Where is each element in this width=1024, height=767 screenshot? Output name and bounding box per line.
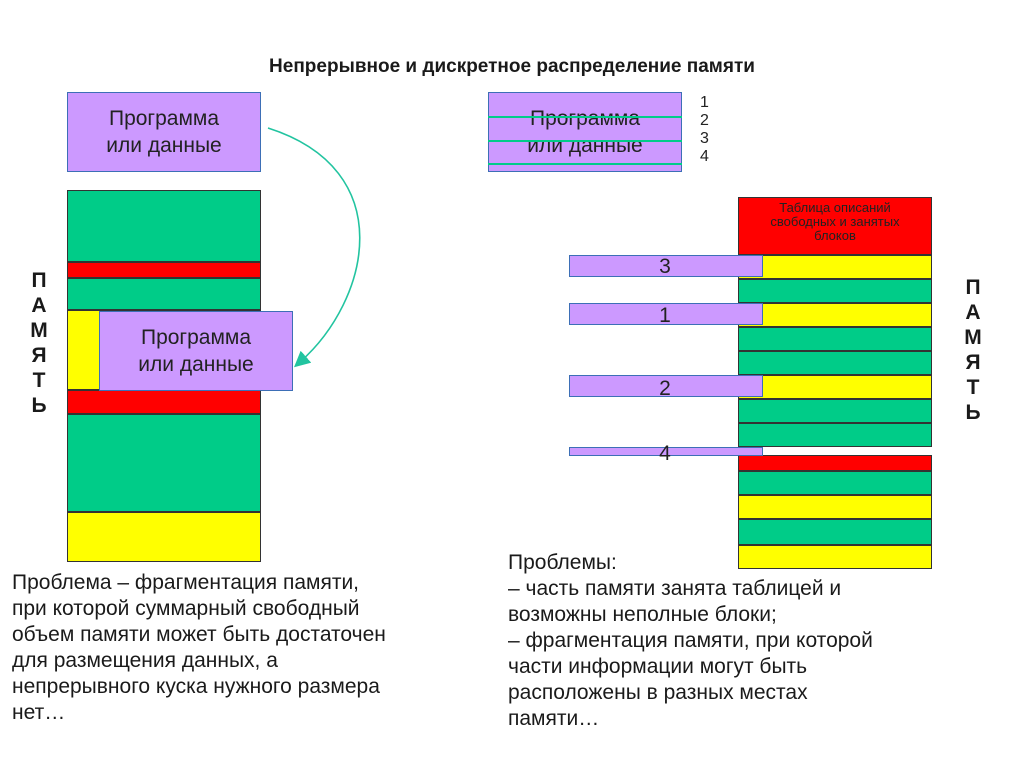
right-program-box: Программа или данные — [488, 92, 682, 172]
free-block — [738, 519, 932, 545]
right-problem-text: Проблемы: – часть памяти занята таблицей… — [508, 551, 873, 730]
free-block — [738, 279, 932, 303]
placed-program-box: Программа или данные — [99, 311, 293, 391]
free-block — [738, 471, 932, 495]
descriptor-table: Таблица описаний свободных и занятых бло… — [738, 197, 932, 255]
placed-program-line-2: или данные — [138, 353, 254, 376]
left-problem-text: Проблема – фрагментация памяти, при кото… — [12, 571, 386, 724]
occupied-block — [738, 303, 932, 327]
page-title: Непрерывное и дискретное распределение п… — [269, 56, 755, 77]
free-block — [67, 278, 261, 310]
right-program-line-1: Программа — [529, 107, 640, 130]
piece-number-4: 4 — [659, 442, 671, 465]
occupied-block — [738, 375, 932, 399]
right-program-line-2: или данные — [527, 134, 643, 157]
piece-number-2: 2 — [659, 377, 671, 400]
occupied-block — [738, 255, 932, 279]
piece-number-1: 1 — [659, 304, 671, 327]
program-piece-3 — [569, 255, 763, 277]
free-block — [67, 414, 261, 512]
free-block — [67, 190, 261, 262]
program-piece-1 — [569, 303, 763, 325]
occupied-block — [738, 495, 932, 519]
piece-number-3: 3 — [659, 255, 671, 278]
free-block — [738, 327, 932, 351]
split-line — [488, 163, 682, 165]
right-memory-label: П А М Я Т Ь — [964, 276, 982, 424]
left-program-line-1: Программа — [108, 107, 219, 130]
occupied-block — [67, 512, 261, 562]
placed-program-line-1: Программа — [140, 326, 251, 349]
left-memory-label: П А М Я Т Ь — [30, 269, 48, 417]
free-block — [738, 423, 932, 447]
left-program-line-2: или данные — [106, 134, 222, 157]
left-program-box: Программа или данные — [67, 92, 261, 172]
occupied-block — [738, 545, 932, 569]
split-line — [488, 140, 682, 142]
program-piece-2 — [569, 375, 763, 397]
part-numbers: 1 2 3 4 — [700, 94, 709, 165]
program-piece-4 — [569, 447, 763, 456]
split-line — [488, 116, 682, 118]
right-memory-column — [738, 255, 932, 569]
free-block — [738, 399, 932, 423]
occupied-block — [67, 262, 261, 278]
occupied-block — [738, 455, 932, 471]
free-block — [738, 351, 932, 375]
